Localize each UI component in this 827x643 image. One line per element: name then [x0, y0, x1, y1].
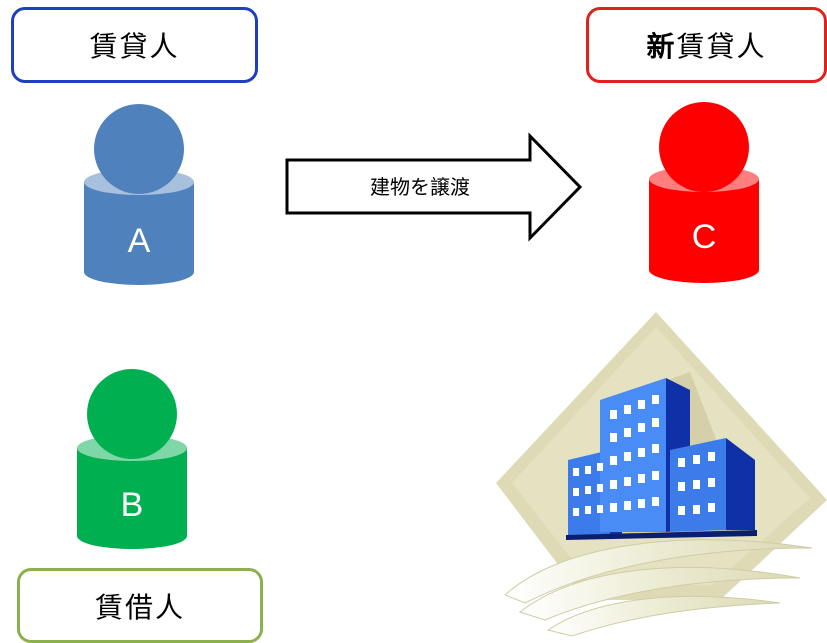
person-c-head [659, 102, 749, 192]
ground-swoosh-1 [504, 539, 813, 604]
transfer-arrow-shape [285, 132, 583, 242]
person-c-body [649, 179, 759, 283]
person-a-letter: A [128, 222, 151, 260]
transfer-arrow-label: 建物を譲渡 [370, 175, 470, 199]
person-c-icon: C [649, 102, 759, 283]
lessee-label-box: 賃借人 [17, 568, 263, 643]
ground-swoosh-3 [546, 595, 781, 637]
person-b-body [77, 448, 187, 549]
person-a-head [94, 104, 184, 194]
person-b-letter: B [121, 486, 144, 524]
person-a-icon: A [84, 104, 194, 285]
new-lessor-label: 賃貸人 [676, 30, 767, 63]
ground-swoosh-2 [518, 566, 801, 621]
transfer-arrow: 建物を譲渡 [285, 132, 583, 242]
new-lessor-label-box: 新賃貸人 [586, 7, 827, 83]
lessor-label: 賃貸人 [89, 30, 180, 63]
person-a-body [84, 182, 194, 285]
person-b-icon: B [77, 369, 187, 549]
new-lessor-label-prefix: 新 [646, 30, 677, 63]
building-clipart-icon [496, 312, 827, 637]
lessee-label: 賃借人 [94, 590, 185, 624]
person-c-letter: C [692, 218, 717, 256]
person-b-head [87, 369, 177, 459]
lessor-label-box: 賃貸人 [11, 7, 258, 83]
